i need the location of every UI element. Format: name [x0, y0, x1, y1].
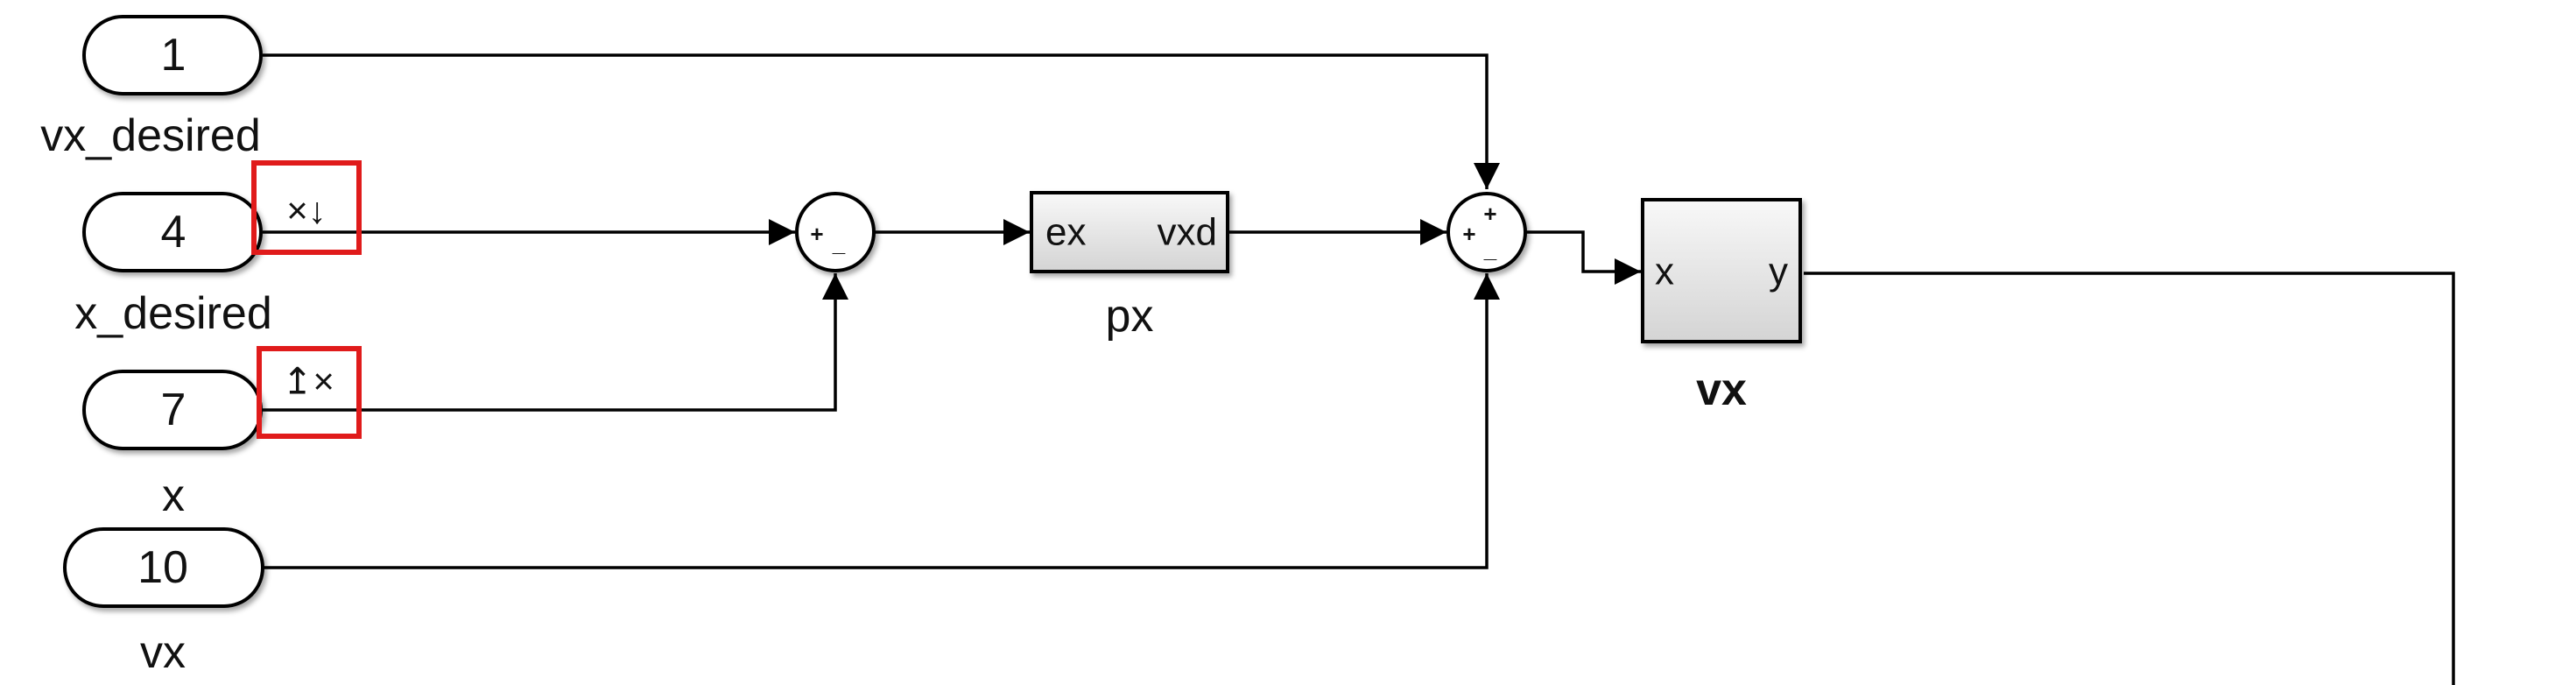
- px-block[interactable]: ex vxd: [1030, 191, 1229, 273]
- sum-sign: +: [1483, 201, 1496, 227]
- inport-name-vx-desired: vx_desired: [40, 110, 260, 161]
- signal-vx-out[interactable]: [1804, 272, 2455, 685]
- inport-name-x-desired: x_desired: [74, 288, 271, 339]
- sum-sign: _: [832, 230, 846, 257]
- sum-block-2[interactable]: + + _: [1446, 192, 1527, 272]
- highlight-marker-top[interactable]: ×↓: [251, 160, 362, 255]
- marker-glyph: ×↓: [286, 190, 327, 231]
- highlight-marker-bottom[interactable]: ↥×: [257, 346, 362, 439]
- inport-vx-desired[interactable]: 1: [82, 15, 263, 95]
- signal-vx-desired[interactable]: [263, 53, 1500, 189]
- inport-vx[interactable]: 10: [63, 527, 264, 608]
- signal-x[interactable]: [263, 273, 848, 412]
- signal-vx-feedback[interactable]: [263, 273, 1500, 569]
- inport-number: 10: [137, 542, 188, 593]
- sum-sign: _: [1483, 237, 1497, 263]
- vx-in-port: x: [1655, 251, 1674, 293]
- inport-name-vx: vx: [140, 627, 186, 678]
- inport-number: 7: [161, 385, 187, 435]
- inport-x-desired[interactable]: 4: [82, 192, 263, 272]
- inport-number: 1: [161, 30, 187, 81]
- sum-sign: +: [810, 221, 823, 247]
- vx-block[interactable]: x y: [1641, 198, 1802, 343]
- px-in-port: ex: [1045, 211, 1086, 254]
- inport-x[interactable]: 7: [82, 370, 263, 450]
- inport-name-x: x: [162, 470, 185, 521]
- vx-out-port: y: [1769, 251, 1788, 293]
- px-block-name: px: [1106, 291, 1154, 342]
- sum-sign: +: [1462, 221, 1475, 247]
- marker-glyph: ↥×: [282, 361, 334, 402]
- vx-block-name: vx: [1696, 364, 1747, 415]
- sum-block-1[interactable]: + _: [795, 192, 876, 272]
- signal-sum2-out[interactable]: [1525, 230, 1641, 285]
- inport-number: 4: [161, 207, 187, 258]
- px-out-port: vxd: [1158, 211, 1217, 254]
